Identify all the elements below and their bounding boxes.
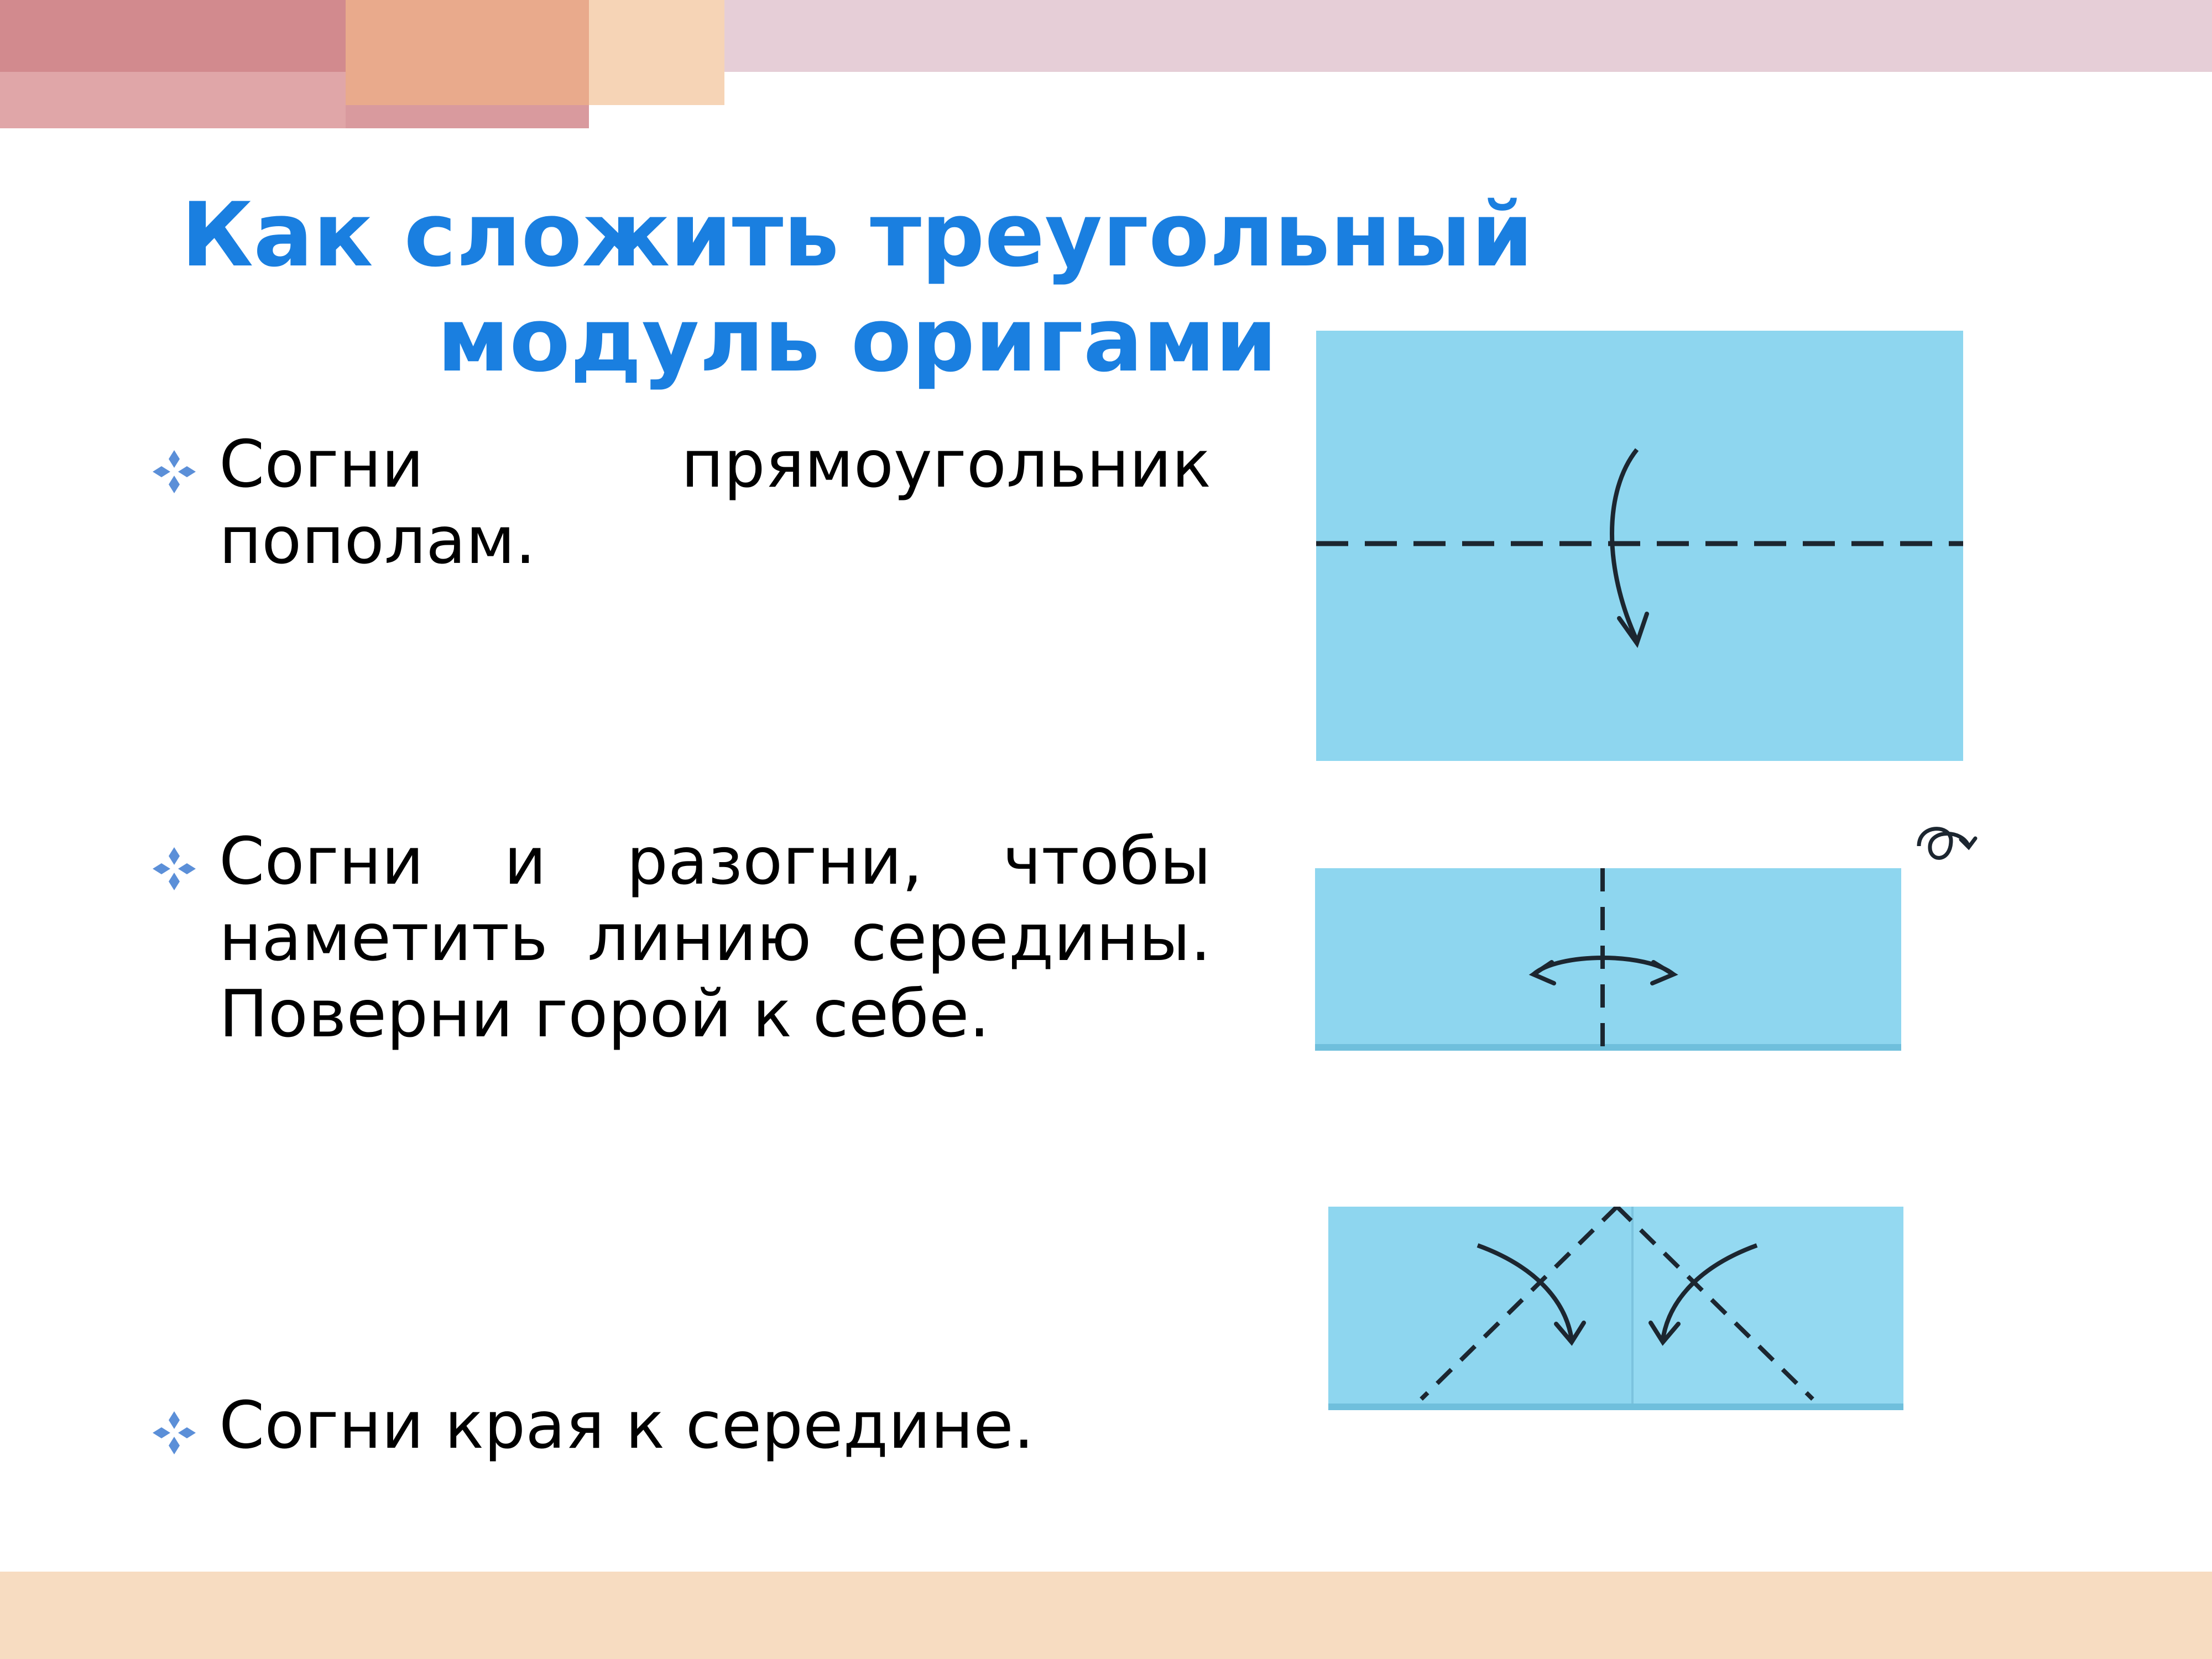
- header-band-pink: [724, 0, 2212, 72]
- four-diamond-bullet-icon: [153, 847, 196, 890]
- header-block-dark-rose: [0, 0, 346, 72]
- header-block-orange: [346, 0, 589, 105]
- fold-unfold-center-diagram: [1315, 827, 1978, 1051]
- footer-band: [0, 1572, 2212, 1659]
- slide-title: Как сложить треугольный модуль оригами: [181, 183, 1533, 392]
- header-block-peach: [589, 0, 724, 105]
- fold-in-half-diagram: [1316, 331, 1963, 761]
- step-item: Согни прямоугольник пополам.: [149, 426, 1211, 578]
- fold-edges-to-center-diagram: [1328, 1207, 1903, 1410]
- step-item: Согни края к середине.: [149, 1387, 1211, 1463]
- step-text: Согни края к середине.: [219, 1387, 1035, 1463]
- four-diamond-bullet-icon: [153, 450, 196, 493]
- header-block-light-rose: [0, 72, 346, 128]
- step-text: Согни и разогни, чтобы наметить линию се…: [219, 823, 1211, 1052]
- four-diamond-bullet-icon: [153, 1411, 196, 1454]
- step-item: Согни и разогни, чтобы наметить линию се…: [149, 823, 1211, 1052]
- step-text: Согни прямоугольник пополам.: [219, 426, 1211, 578]
